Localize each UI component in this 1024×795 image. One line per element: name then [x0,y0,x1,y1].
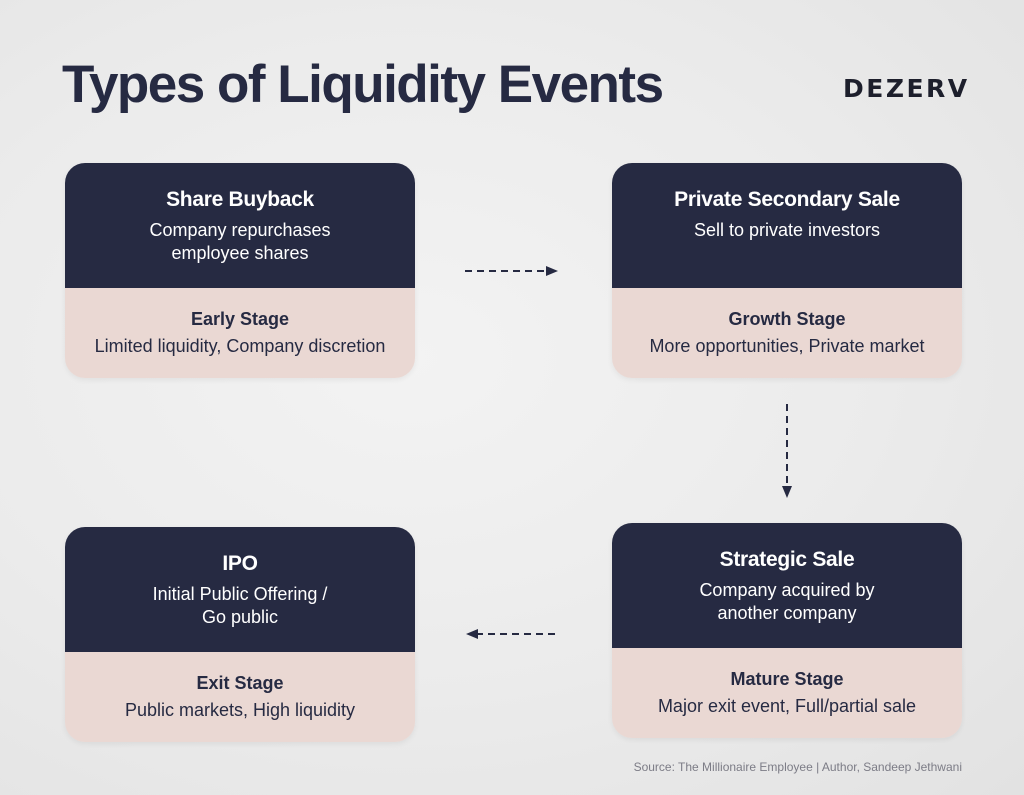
card-private-secondary-sale: Private Secondary Sale Sell to private i… [612,163,962,378]
source-credit: Source: The Millionaire Employee | Autho… [633,760,962,774]
card-stage: Exit Stage Public markets, High liquidit… [65,652,415,742]
card-title: Private Secondary Sale [674,188,900,211]
card-title: Strategic Sale [719,548,855,571]
stage-description: Public markets, High liquidity [124,700,356,720]
card-title: Share Buyback [166,188,314,211]
card-description: Initial Public Offering / Go public [152,584,328,627]
arrow-right-icon [465,266,558,276]
card-description: Company repurchases employee shares [149,220,331,263]
card-stage: Mature Stage Major exit event, Full/part… [612,648,962,738]
brand-logo: DEZERV [843,74,970,103]
card-stage: Early Stage Limited liquidity, Company d… [65,288,415,378]
stage-title: Growth Stage [728,309,846,329]
stage-title: Exit Stage [196,673,284,693]
card-header: Share Buyback Company repurchases employ… [65,163,415,288]
arrow-left-icon [466,629,559,639]
card-header: Private Secondary Sale Sell to private i… [612,163,962,288]
page-title: Types of Liquidity Events [62,55,664,114]
stage-description: More opportunities, Private market [649,336,925,356]
card-title: IPO [222,552,258,575]
card-ipo: IPO Initial Public Offering / Go public … [65,527,415,742]
card-share-buyback: Share Buyback Company repurchases employ… [65,163,415,378]
card-stage: Growth Stage More opportunities, Private… [612,288,962,378]
card-strategic-sale: Strategic Sale Company acquired by anoth… [612,523,962,738]
stage-description: Major exit event, Full/partial sale [657,696,917,716]
arrow-down-icon [782,404,792,498]
card-description: Company acquired by another company [699,580,875,623]
stage-title: Mature Stage [730,669,844,689]
stage-title: Early Stage [190,309,290,329]
card-header: IPO Initial Public Offering / Go public [65,527,415,652]
stage-description: Limited liquidity, Company discretion [94,336,386,356]
card-header: Strategic Sale Company acquired by anoth… [612,523,962,648]
card-description: Sell to private investors [693,220,881,240]
